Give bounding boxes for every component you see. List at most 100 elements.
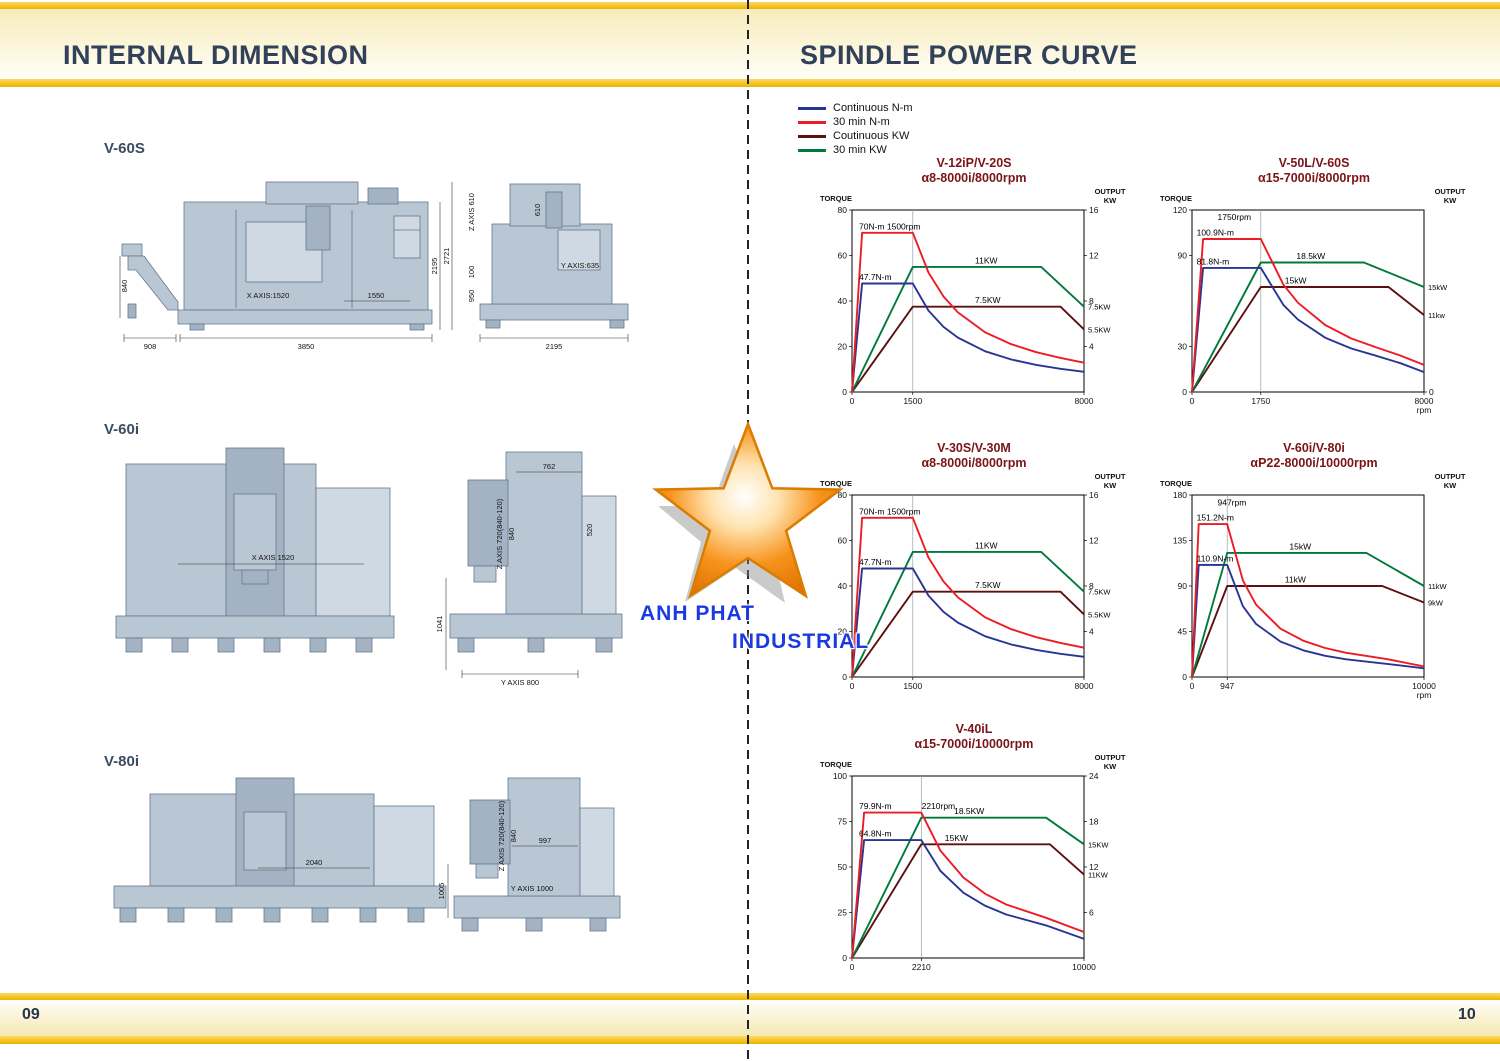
chart-model-title: V-30S/V-30M	[937, 441, 1011, 455]
watermark-text-2: INDUSTRIAL	[732, 630, 870, 653]
v60s-side-view	[479, 183, 629, 329]
output-axis-label: OUTPUT	[1095, 753, 1126, 762]
svg-text:4: 4	[1089, 342, 1094, 352]
svg-text:25: 25	[838, 908, 848, 918]
series-30-min-n-m	[851, 231, 1085, 393]
curve-end-label: 11KW	[1088, 871, 1109, 880]
series-coutinuous-kw	[851, 843, 1085, 959]
svg-text:2210: 2210	[912, 962, 931, 972]
star-watermark	[628, 416, 868, 631]
svg-text:KW: KW	[1104, 481, 1117, 490]
svg-text:8000: 8000	[1075, 681, 1094, 691]
svg-text:0: 0	[850, 396, 855, 406]
v60s-side-dimensions: Z AXIS 610 610 Y AXIS:635 100 950 2195	[467, 193, 629, 351]
series-coutinuous-kw	[851, 305, 1085, 393]
svg-text:0: 0	[1190, 681, 1195, 691]
svg-text:8: 8	[1089, 296, 1094, 306]
svg-text:60: 60	[838, 251, 848, 261]
chart-annotation: 11KW	[975, 540, 998, 550]
chart-spindle-subtitle: α15-7000i/10000rpm	[914, 737, 1034, 751]
svg-text:KW: KW	[1444, 481, 1457, 490]
watermark-text-1: ANH PHAT	[640, 602, 755, 625]
legend-line-swatch	[798, 148, 826, 152]
dim-x-axis: X AXIS 1520	[252, 553, 295, 562]
legend-label: Coutinuous KW	[833, 130, 910, 142]
chart-annotation: 70N-m 1500rpm	[859, 221, 920, 231]
svg-text:45: 45	[1178, 627, 1188, 637]
svg-text:1750: 1750	[1251, 396, 1270, 406]
curve-end-label: 5.5KW	[1088, 610, 1111, 619]
dim-1005: 1005	[437, 883, 446, 900]
plot-area	[851, 775, 1085, 959]
legend-label: Continuous N-m	[833, 102, 913, 114]
dim-908: 908	[144, 342, 157, 351]
series-30-min-kw	[851, 265, 1085, 393]
dim-2721: 2721	[442, 248, 451, 265]
svg-text:947: 947	[1220, 681, 1234, 691]
svg-text:40: 40	[838, 296, 848, 306]
output-axis-label: OUTPUT	[1435, 187, 1466, 196]
series-30-min-n-m	[1191, 238, 1425, 393]
v60i-drawing: X AXIS 1520 Z AXIS 720(840-120) 840 762 …	[115, 447, 623, 687]
dim-3850: 3850	[298, 342, 315, 351]
dim-1041: 1041	[435, 616, 444, 633]
chart-annotation: 11KW	[975, 255, 998, 265]
dim-840: 840	[120, 280, 129, 293]
chart-spindle-subtitle: α8-8000i/8000rpm	[921, 171, 1027, 185]
legend-item-1: 30 min N-m	[798, 115, 912, 129]
chart-model-title: V-50L/V-60S	[1278, 156, 1350, 170]
chart-annotation: 110.9N-m	[1197, 553, 1234, 563]
series-continuous-n-m	[1191, 563, 1425, 678]
v60i-front-dimensions: X AXIS 1520	[178, 553, 364, 565]
series-coutinuous-kw	[851, 590, 1085, 678]
top-gold-bar-2	[0, 79, 1500, 87]
v60i-side-view	[449, 451, 623, 653]
svg-text:75: 75	[838, 817, 848, 827]
dim-997: 997	[539, 836, 552, 845]
svg-text:4: 4	[1089, 627, 1094, 637]
svg-text:90: 90	[1178, 251, 1188, 261]
dim-610: 610	[533, 204, 542, 217]
svg-text:120: 120	[1173, 205, 1187, 215]
svg-text:20: 20	[838, 342, 848, 352]
chart-annotation: 70N-m 1500rpm	[859, 506, 920, 516]
svg-text:0: 0	[850, 681, 855, 691]
dim-520: 520	[585, 524, 594, 537]
x-unit-label: rpm	[1417, 405, 1432, 415]
dim-z-axis: Z AXIS 720(840-120)	[497, 800, 506, 871]
svg-text:18: 18	[1089, 817, 1099, 827]
svg-text:10000: 10000	[1412, 681, 1436, 691]
chart-annotation: 7.5KW	[975, 295, 1001, 305]
curve-end-label: 7.5KW	[1088, 303, 1111, 312]
chart-annotation: 11kW	[1285, 575, 1306, 585]
chart-model-title: V-12iP/V-20S	[936, 156, 1012, 170]
svg-text:24: 24	[1089, 771, 1099, 781]
dim-950: 950	[467, 290, 476, 303]
page-number-left: 09	[22, 1006, 40, 1023]
legend-label: 30 min KW	[833, 144, 887, 156]
dim-1550: 1550	[368, 291, 385, 300]
legend-line-swatch	[798, 120, 826, 124]
svg-text:12: 12	[1089, 536, 1099, 546]
v80i-side-view	[453, 777, 621, 932]
chart-annotation: 81.8N-m	[1197, 256, 1230, 266]
svg-text:0: 0	[850, 962, 855, 972]
chart-annotation: 100.9N-m	[1197, 228, 1234, 238]
legend-item-0: Continuous N-m	[798, 101, 912, 115]
curve-end-label: 7.5KW	[1088, 588, 1111, 597]
star-icon	[652, 420, 844, 603]
dim-2040: 2040	[306, 858, 323, 867]
svg-text:8000: 8000	[1415, 396, 1434, 406]
page-number-right: 10	[1458, 1006, 1476, 1023]
chart-spindle-subtitle: α8-8000i/8000rpm	[921, 456, 1027, 470]
legend-label: 30 min N-m	[833, 116, 890, 128]
svg-text:12: 12	[1089, 251, 1099, 261]
torque-axis-label: TORQUE	[1160, 479, 1192, 488]
bottom-footer-band	[0, 1000, 1500, 1036]
series-coutinuous-kw	[1191, 585, 1425, 678]
svg-text:60: 60	[838, 536, 848, 546]
